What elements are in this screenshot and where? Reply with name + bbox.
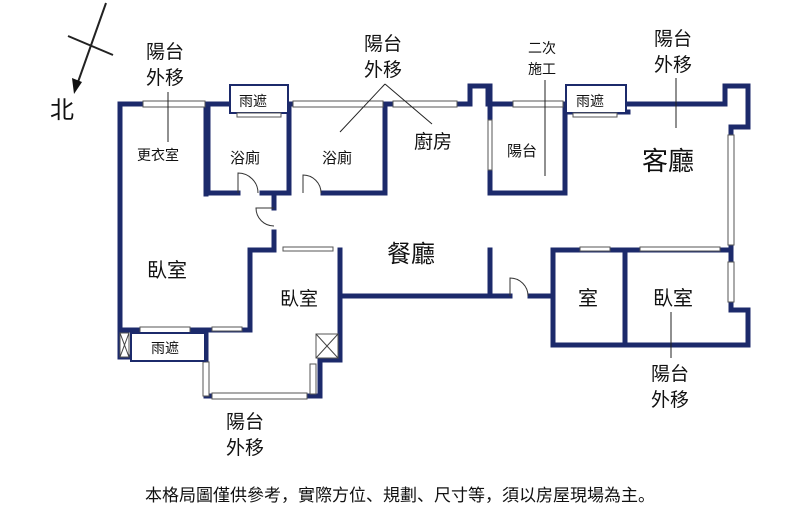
room-bath-1: 浴廁 bbox=[230, 149, 260, 167]
compass: 北 bbox=[50, 2, 114, 124]
floor-plan: .wall { stroke: #1c2a6b; stroke-width: 5… bbox=[50, 2, 751, 459]
note-d-line2: 外移 bbox=[651, 389, 689, 411]
note-b-line1: 陽台 bbox=[364, 33, 402, 55]
annotations: 陽台 外移 陽台 外移 二次 施工 陽台 外移 陽台 外移 陽台 外移 bbox=[146, 28, 692, 459]
note-e-line2: 外移 bbox=[226, 437, 264, 459]
doors bbox=[237, 172, 529, 297]
canopy-label-bottom-left: 雨遮 bbox=[151, 341, 179, 357]
shaft bbox=[315, 333, 339, 359]
room-small: 室 bbox=[578, 286, 598, 310]
north-label: 北 bbox=[50, 96, 74, 124]
disclaimer: 本格局圖僅供參考，實際方位、規劃、尺寸等，須以房屋現場為主。 bbox=[145, 486, 655, 506]
room-balcony-mid: 陽台 bbox=[507, 142, 537, 160]
note-a-line1: 陽台 bbox=[146, 41, 184, 63]
note-second-line1: 二次 bbox=[528, 41, 556, 57]
north-arrow-icon bbox=[72, 78, 82, 94]
room-bed-center: 臥室 bbox=[280, 288, 318, 310]
note-d-line1: 陽台 bbox=[651, 363, 689, 385]
room-bed-right: 臥室 bbox=[653, 286, 693, 310]
note-c-line1: 陽台 bbox=[654, 28, 692, 50]
note-b-line2: 外移 bbox=[364, 59, 402, 81]
room-living: 客廳 bbox=[642, 147, 694, 177]
windows bbox=[139, 100, 735, 400]
canopy-bottom-left bbox=[130, 332, 206, 362]
canopies bbox=[119, 84, 627, 362]
canopy-label-top-right: 雨遮 bbox=[576, 94, 604, 110]
room-kitchen: 廚房 bbox=[414, 130, 452, 153]
room-dining: 餐廳 bbox=[387, 240, 435, 268]
room-dressing: 更衣室 bbox=[137, 147, 179, 164]
note-second-line2: 施工 bbox=[528, 62, 556, 78]
room-labels: 更衣室 浴廁 浴廁 廚房 陽台 客廳 餐廳 臥室 臥室 室 臥室 雨遮 雨遮 雨… bbox=[137, 94, 694, 357]
note-a-line2: 外移 bbox=[146, 67, 184, 89]
canopy-label-top-left: 雨遮 bbox=[239, 94, 267, 110]
note-e-line1: 陽台 bbox=[226, 411, 264, 433]
room-bed-left: 臥室 bbox=[147, 258, 187, 282]
room-bath-2: 浴廁 bbox=[322, 149, 352, 167]
note-c-line2: 外移 bbox=[654, 54, 692, 76]
leader-lines bbox=[167, 78, 677, 358]
